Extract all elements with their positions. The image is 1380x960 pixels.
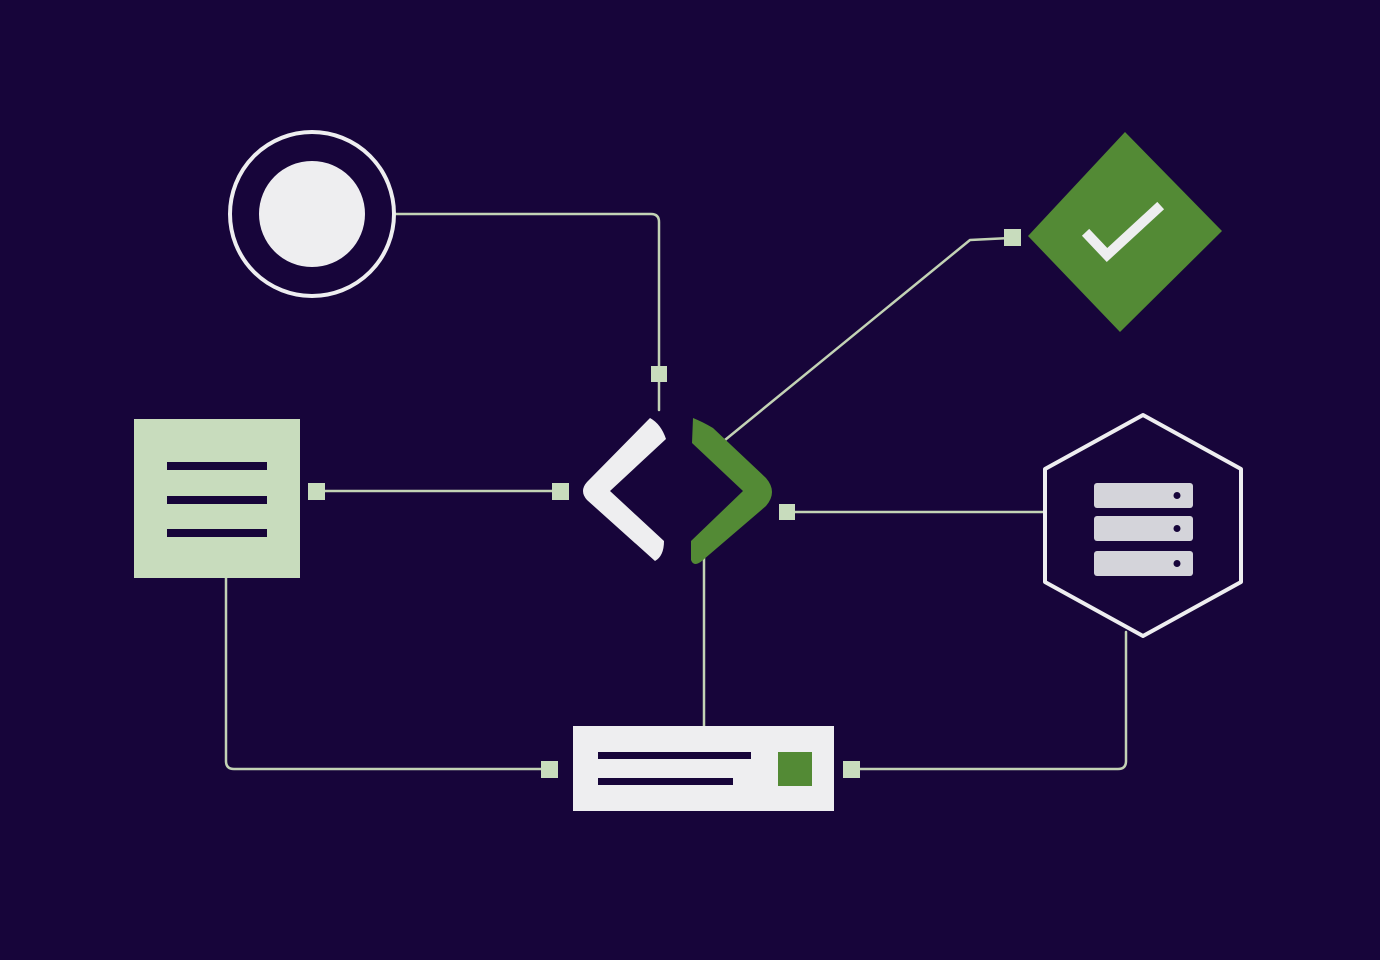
server-unit-led [1173, 492, 1181, 499]
left-angle-bracket [583, 418, 666, 561]
start-node-ring [228, 130, 396, 298]
document-node[interactable] [134, 419, 300, 578]
start-node[interactable] [228, 130, 396, 298]
port-output-right[interactable] [843, 761, 860, 778]
success-node[interactable] [1028, 132, 1222, 332]
server-node[interactable] [1043, 413, 1243, 638]
server-unit [1094, 516, 1193, 541]
checkmark-icon [1081, 201, 1165, 263]
right-angle-bracket [691, 418, 772, 564]
edge-document-to-output [224, 576, 550, 771]
document-line [167, 462, 267, 470]
port-output-left[interactable] [541, 761, 558, 778]
output-line [598, 752, 751, 759]
port-code-right[interactable] [779, 504, 795, 520]
server-unit [1094, 551, 1193, 576]
output-node[interactable] [573, 726, 834, 811]
server-unit [1094, 483, 1193, 508]
connectors [224, 212, 1128, 771]
edge-code-to-success [723, 236, 1012, 442]
port-code-left[interactable] [552, 483, 569, 500]
code-node[interactable] [583, 418, 772, 564]
start-circle-icon [259, 161, 365, 267]
output-status-square [778, 752, 812, 786]
document-line [167, 529, 267, 537]
server-unit-led [1173, 525, 1181, 532]
server-stack-icon [1094, 483, 1193, 576]
edge-start-to-code [394, 212, 661, 412]
document-lines-icon [167, 462, 267, 537]
output-panel-icon [598, 752, 812, 786]
output-line [598, 778, 733, 785]
port-code-top[interactable] [651, 366, 667, 382]
ports [308, 229, 1021, 778]
port-document-right[interactable] [308, 483, 325, 500]
server-unit-led [1173, 560, 1181, 567]
edge-server-to-output [850, 630, 1128, 771]
document-line [167, 496, 267, 504]
port-success-left[interactable] [1004, 229, 1021, 246]
code-brackets-icon [583, 418, 772, 564]
